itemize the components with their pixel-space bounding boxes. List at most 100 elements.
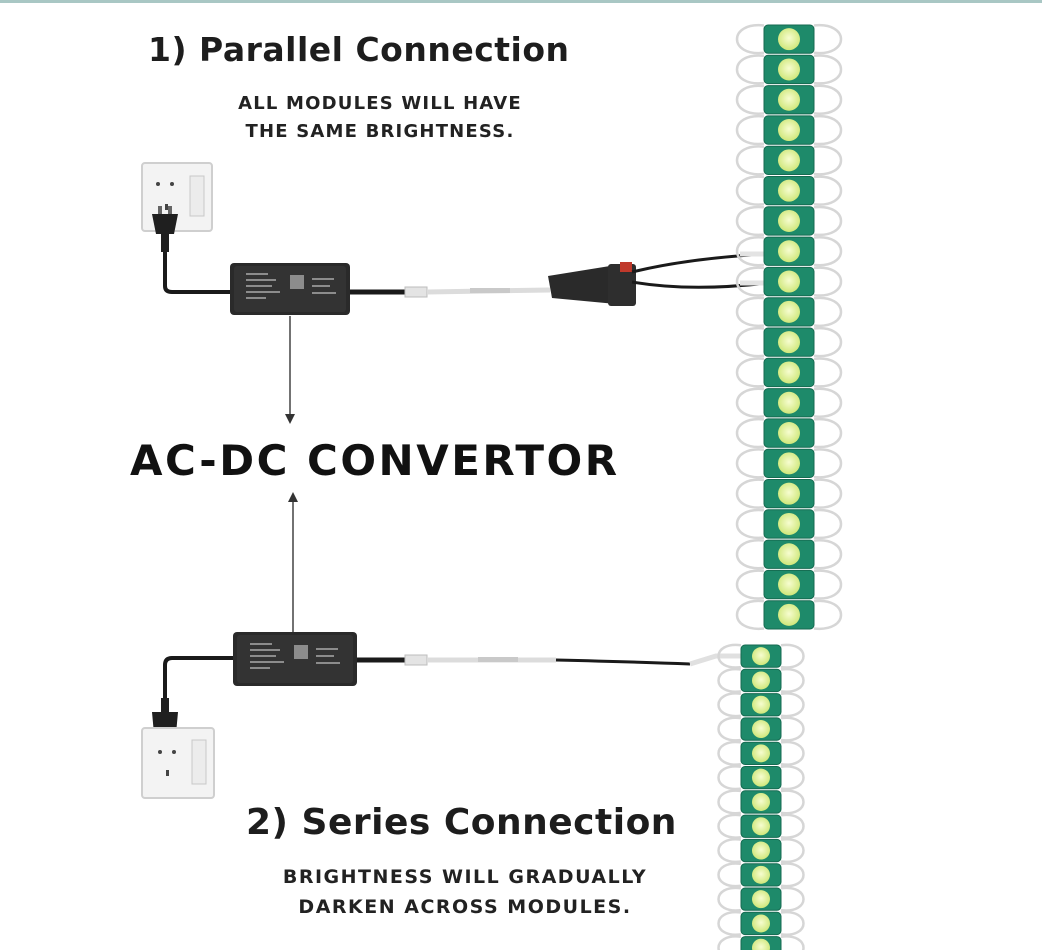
led-lens bbox=[752, 647, 770, 666]
module-wire-loop bbox=[813, 84, 843, 115]
led-lens bbox=[778, 543, 800, 566]
module-wire-loop bbox=[717, 716, 742, 742]
module-wire-loop bbox=[735, 236, 765, 267]
power-adapter-top bbox=[230, 263, 350, 315]
module-wire-loop bbox=[780, 789, 805, 815]
module-wire-loop bbox=[813, 387, 843, 418]
wall-socket-bottom bbox=[141, 727, 215, 799]
module-wire-loop bbox=[813, 478, 843, 509]
module-wire-loop bbox=[717, 789, 742, 815]
module-wire-loop bbox=[813, 327, 843, 358]
dc-splitter bbox=[548, 262, 636, 306]
led-lens bbox=[752, 695, 770, 714]
module-wire-loop bbox=[717, 838, 742, 863]
led-lens bbox=[778, 331, 800, 354]
led-lens bbox=[778, 270, 800, 293]
led-lens bbox=[778, 361, 800, 384]
module-wire-loop bbox=[813, 54, 843, 85]
module-wire-loop bbox=[813, 205, 843, 237]
module-wire-loop bbox=[735, 327, 765, 358]
arrow-down bbox=[285, 316, 295, 424]
module-wire-loop bbox=[780, 886, 805, 912]
series-note-line-2: DARKEN ACROSS MODULES. bbox=[298, 896, 632, 918]
module-wire-loop bbox=[717, 740, 742, 766]
led-lens bbox=[778, 603, 800, 626]
module-wire-loop bbox=[780, 692, 805, 718]
module-wire-loop bbox=[813, 417, 843, 449]
module-wire-loop bbox=[717, 886, 742, 912]
power-adapter-bottom bbox=[233, 632, 357, 686]
ac-cord-bottom bbox=[163, 656, 233, 700]
module-wire-loop bbox=[780, 716, 805, 742]
parallel-note-line-2: THE SAME BRIGHTNESS. bbox=[245, 121, 515, 142]
module-wire-loop bbox=[780, 862, 805, 888]
module-wire-loop bbox=[780, 668, 805, 693]
led-lens bbox=[752, 890, 770, 909]
parallel-connection-note: ALL MODULES WILL HAVE THE SAME BRIGHTNES… bbox=[180, 90, 580, 146]
module-wire-loop bbox=[735, 84, 765, 115]
module-wire-loop bbox=[735, 266, 765, 297]
module-wire-loop bbox=[717, 935, 742, 950]
module-wire-loop bbox=[717, 813, 742, 839]
led-lens bbox=[752, 817, 770, 836]
module-wire-loop bbox=[735, 508, 765, 540]
module-wire-loop bbox=[735, 539, 765, 570]
led-module-strip-bottom bbox=[717, 643, 805, 950]
module-wire-loop bbox=[813, 448, 843, 479]
module-wire-loop bbox=[717, 692, 742, 718]
led-lens bbox=[752, 671, 770, 690]
led-lens bbox=[752, 744, 770, 763]
ac-cord-top bbox=[163, 252, 232, 294]
module-wire-loop bbox=[735, 24, 765, 55]
module-wire-loop bbox=[735, 205, 765, 237]
module-wire-loop bbox=[813, 296, 843, 327]
module-wire-loop bbox=[813, 236, 843, 267]
module-wire-loop bbox=[813, 599, 843, 630]
module-wire-loop bbox=[813, 266, 843, 297]
led-lens bbox=[752, 841, 770, 860]
module-wire-loop bbox=[735, 599, 765, 630]
module-wire-loop bbox=[780, 813, 805, 839]
module-wire-loop bbox=[780, 911, 805, 936]
module-wire-loop bbox=[780, 643, 805, 669]
led-lens bbox=[778, 240, 800, 263]
module-wire-loop bbox=[735, 175, 765, 206]
module-wire-loop bbox=[717, 668, 742, 693]
module-wire-loop bbox=[735, 357, 765, 388]
parallel-connection-title: 1) Parallel Connection bbox=[148, 30, 570, 69]
module-wire-loop bbox=[813, 508, 843, 540]
module-wire-loop bbox=[813, 145, 843, 176]
arrow-up bbox=[288, 492, 298, 632]
led-lens bbox=[778, 452, 800, 475]
module-wire-loop bbox=[780, 765, 805, 791]
led-lens bbox=[778, 209, 800, 232]
module-wire-loop bbox=[735, 478, 765, 509]
module-wire-loop bbox=[717, 643, 742, 669]
module-wire-loop bbox=[717, 911, 742, 936]
led-lens bbox=[778, 58, 800, 81]
module-wire-loop bbox=[735, 417, 765, 449]
module-wire-loop bbox=[813, 357, 843, 388]
led-lens bbox=[752, 914, 770, 933]
module-wire-loop bbox=[735, 569, 765, 600]
led-lens bbox=[778, 391, 800, 414]
led-lens bbox=[778, 28, 800, 51]
led-lens bbox=[778, 482, 800, 505]
plug-top bbox=[152, 206, 178, 252]
module-wire-loop bbox=[813, 175, 843, 206]
module-wire-loop bbox=[735, 114, 765, 146]
led-lens bbox=[778, 573, 800, 596]
module-wire-loop bbox=[735, 448, 765, 479]
module-wire-loop bbox=[717, 862, 742, 888]
converter-label: AC-DC CONVERTOR bbox=[130, 436, 620, 485]
series-connection-note: BRIGHTNESS WILL GRADUALLY DARKEN ACROSS … bbox=[240, 862, 690, 922]
led-lens bbox=[778, 88, 800, 111]
module-wire-loop bbox=[735, 387, 765, 418]
led-lens bbox=[752, 720, 770, 739]
parallel-note-line-1: ALL MODULES WILL HAVE bbox=[238, 93, 522, 114]
module-wire-loop bbox=[813, 569, 843, 600]
led-lens bbox=[752, 938, 770, 950]
led-lens bbox=[752, 865, 770, 884]
wall-socket-top bbox=[141, 162, 213, 232]
